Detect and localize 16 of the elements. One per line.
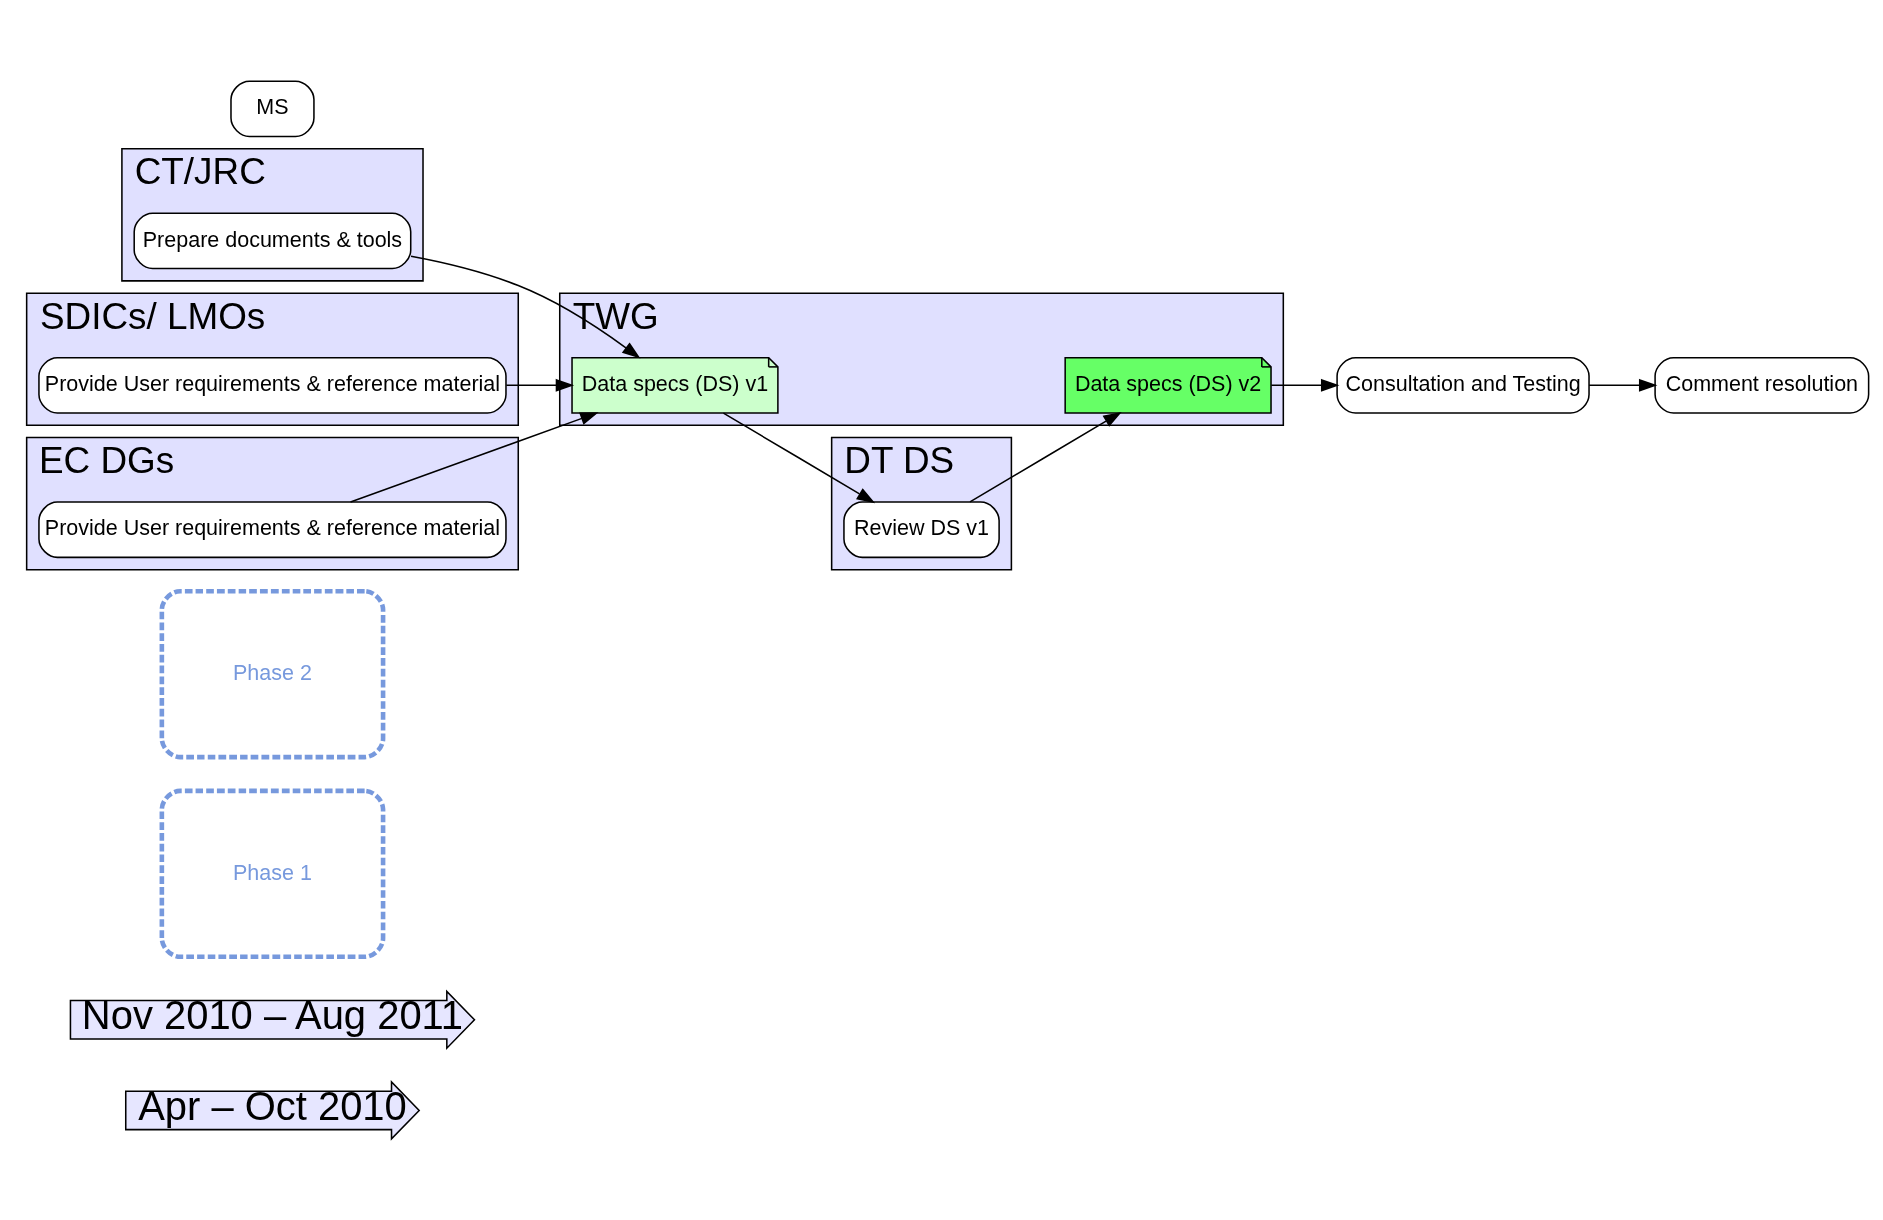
node-box: Provide User requirements & reference material	[38, 501, 507, 559]
arrow	[1270, 378, 1340, 392]
node-box: Comment resolution	[1654, 356, 1870, 414]
node-box: Prepare documents & tools	[133, 212, 412, 270]
node-box: Phase 2	[159, 588, 386, 760]
node-box: Phase 1	[159, 788, 386, 960]
arrow	[349, 412, 599, 503]
arrow	[505, 378, 575, 392]
node-box: Review DS v1	[843, 501, 1000, 559]
arrow	[722, 412, 876, 504]
arrow	[1588, 378, 1658, 392]
arrow	[969, 411, 1122, 503]
node-box: Provide User requirements & reference material	[38, 356, 507, 414]
node-box: Consultation and Testing	[1336, 356, 1590, 414]
node-box: MS	[230, 80, 315, 138]
arrow	[410, 255, 641, 359]
